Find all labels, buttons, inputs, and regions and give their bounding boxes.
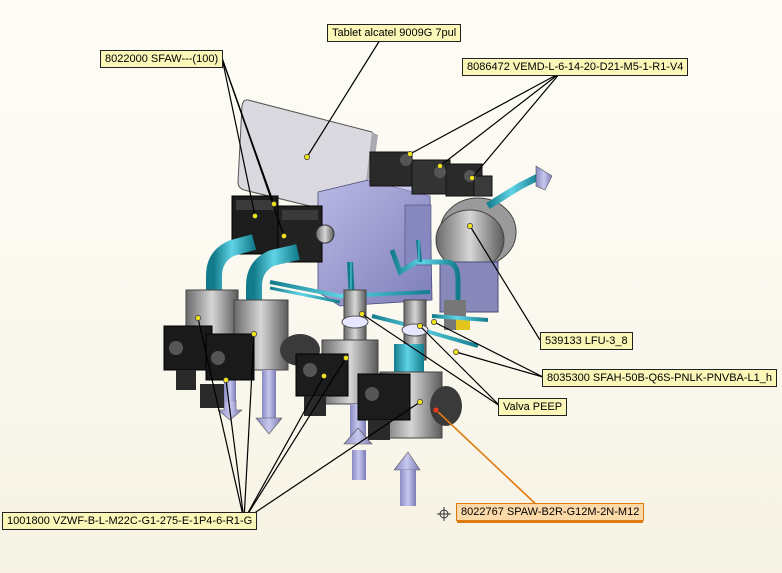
outlet-arrow-top (535, 165, 553, 191)
callout-vzwf[interactable]: 1001800 VZWF-B-L-M22C-G1-275-E-1P4-6-R1-… (2, 512, 258, 530)
callout-lfu[interactable]: 539133 LFU-3_8 (540, 332, 633, 350)
outlet-tube-top (486, 172, 542, 209)
leader-lines (197, 39, 561, 521)
callout-spaw[interactable]: 8022767 SPAW-B2R-G12M-2N-M12 (456, 503, 645, 521)
callout-sfaw[interactable]: 8022000 SFAW---(100) (100, 50, 224, 68)
vzwf-valve-center (295, 339, 379, 480)
leader-anchor-highlight (432, 406, 440, 414)
callout-peep[interactable]: Valva PEEP (498, 398, 568, 416)
vzwf-valve-left (163, 289, 243, 421)
callout-vemd[interactable]: 8086472 VEMD-L-6-14-20-D21-M5-1-R1-V4 (462, 58, 689, 76)
valve-assembly (163, 99, 553, 506)
leader-anchor-dots (195, 151, 475, 405)
callout-tablet[interactable]: Tablet alcatel 9009G 7pul (327, 24, 462, 42)
vzwf-valve-right (357, 371, 462, 506)
lfu-regulator (435, 197, 517, 330)
crosshair-icon[interactable] (437, 507, 451, 521)
callout-sfah[interactable]: 8035300 SFAH-50B-Q6S-PNLK-PNVBA-L1_h (542, 369, 778, 387)
vemd-blocks (369, 151, 493, 197)
elbow-tubes (206, 234, 489, 348)
leader-line-highlight (435, 409, 541, 509)
sfaw-sensors (231, 195, 335, 263)
